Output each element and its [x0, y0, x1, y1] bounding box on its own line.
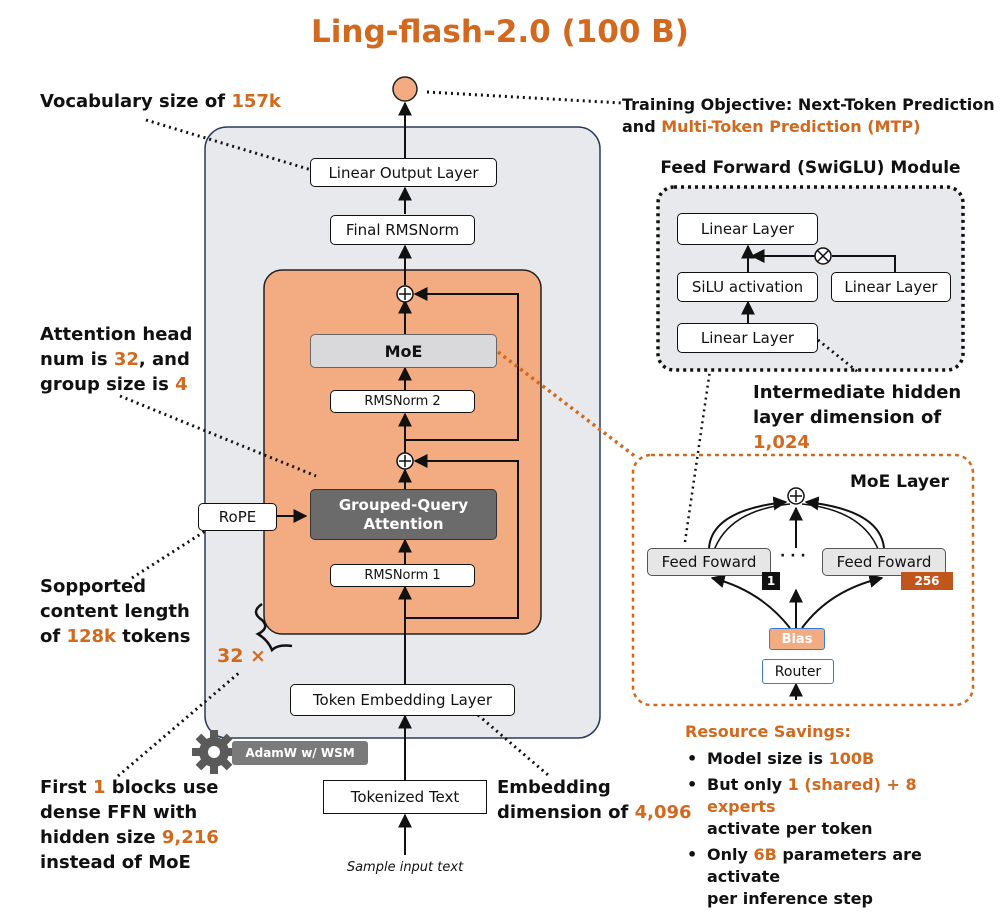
b2-prefix: But only: [707, 775, 788, 794]
dense-line1-suffix: blocks use: [105, 777, 219, 798]
dense-line2: dense FFN with: [40, 802, 198, 823]
dense-line3-prefix: hidden size: [40, 827, 162, 848]
b1-value: 100B: [828, 749, 875, 768]
router-bias: Bias: [769, 628, 825, 650]
b3-prefix: Only: [707, 845, 754, 864]
tokenized-text-box: Tokenized Text: [323, 780, 487, 814]
dense-line4: instead of MoE: [40, 852, 191, 873]
b2-value: 1 (shared) + 8 experts: [707, 775, 917, 816]
rmsnorm-1: RMSNorm 1: [330, 564, 475, 587]
attn-line3-prefix: group size is: [40, 374, 176, 395]
dense-size: 9,216: [161, 827, 219, 848]
rmsnorm-2: RMSNorm 2: [330, 390, 475, 413]
diagram-title: Ling-flash-2.0 (100 B): [311, 14, 689, 50]
b2-suffix: activate per token: [707, 819, 873, 838]
objective-prefix: and: [622, 117, 662, 136]
objective-value: Multi-Token Prediction (MTP): [661, 117, 921, 136]
embed-line2-prefix: dimension of: [497, 802, 635, 823]
optimizer-badge: AdamW w/ WSM: [232, 741, 368, 765]
b3-value: 6B: [753, 845, 777, 864]
ctx-line1: Sopported: [40, 576, 147, 597]
sample-input-text: Sample input text: [346, 860, 464, 875]
ctx-line3-suffix: tokens: [116, 626, 191, 647]
ffn-silu: SiLU activation: [677, 272, 818, 302]
ctx-value: 128k: [66, 626, 117, 647]
gqa-line2: Attention: [363, 514, 444, 533]
token-embedding-layer: Token Embedding Layer: [290, 684, 515, 716]
attn-heads: 32: [113, 349, 139, 370]
attn-group: 4: [175, 374, 188, 395]
savings-item-params: Only 6B parameters are activate per infer…: [685, 844, 985, 910]
note-vocab: Vocabulary size of 157k: [40, 89, 281, 114]
note-intermediate: Intermediate hidden layer dimension of 1…: [753, 380, 1000, 455]
note-vocab-prefix: Vocabulary size of: [40, 91, 232, 112]
note-attention: Attention head num is 32, and group size…: [40, 322, 192, 397]
layer-repeat-count: 32 ×: [217, 645, 266, 667]
ctx-line2: content length: [40, 601, 190, 622]
embed-value: 4,096: [634, 802, 692, 823]
grouped-query-attention: Grouped-Query Attention: [310, 489, 497, 540]
savings-list: Model size is 100B But only 1 (shared) +…: [685, 748, 985, 914]
note-dense: First 1 blocks use dense FFN with hidden…: [40, 775, 219, 875]
note-objective: Training Objective: Next-Token Predictio…: [622, 94, 995, 138]
router-box: Router: [762, 659, 834, 684]
b3-suffix1: parameters are activate: [707, 845, 922, 886]
b3-suffix2: per inference step: [707, 889, 873, 908]
dense-count: 1: [92, 777, 106, 798]
note-vocab-value: 157k: [231, 91, 281, 112]
savings-item-model-size: Model size is 100B: [685, 748, 985, 770]
moe-block: MoE: [310, 334, 497, 368]
expert-ffn-right: Feed Foward: [822, 548, 946, 576]
expert-index-last: 256: [901, 572, 953, 590]
embed-line1: Embedding: [497, 777, 611, 798]
rope-box: RoPE: [198, 503, 277, 531]
dense-line1-prefix: First: [40, 777, 93, 798]
gqa-line1: Grouped-Query: [338, 495, 469, 514]
moe-layer-panel: [631, 453, 975, 707]
ctx-line3-prefix: of: [40, 626, 67, 647]
ffn-linear-right: Linear Layer: [831, 272, 951, 302]
expert-index-first: 1: [762, 572, 780, 590]
attn-line2-prefix: num is: [40, 349, 114, 370]
gear-icon: [192, 730, 236, 774]
experts-ellipsis: · · ·: [780, 548, 806, 564]
inter-line1: Intermediate hidden: [753, 382, 962, 403]
ffn-linear-top: Linear Layer: [677, 213, 818, 245]
output-token-circle: [392, 76, 418, 102]
savings-title: Resource Savings:: [685, 722, 851, 741]
inter-value: 1,024: [753, 432, 810, 453]
note-embedding: Embedding dimension of 4,096: [497, 775, 692, 825]
inter-line2-prefix: layer dimension of: [753, 407, 942, 428]
final-rmsnorm: Final RMSNorm: [330, 215, 475, 245]
attn-line2-suffix: , and: [138, 349, 190, 370]
attn-line1: Attention head: [40, 324, 193, 345]
savings-item-experts: But only 1 (shared) + 8 experts activate …: [685, 774, 985, 840]
b1-prefix: Model size is: [707, 749, 829, 768]
note-context: Sopported content length of 128k tokens: [40, 574, 190, 649]
expert-ffn-left: Feed Foward: [647, 548, 771, 576]
ffn-linear-bottom: Linear Layer: [677, 323, 818, 353]
ffn-module-title: Feed Forward (SwiGLU) Module: [660, 158, 961, 178]
objective-line1: Training Objective: Next-Token Predictio…: [622, 95, 995, 114]
moe-layer-title: MoE Layer: [850, 472, 949, 492]
linear-output-layer: Linear Output Layer: [310, 158, 497, 187]
